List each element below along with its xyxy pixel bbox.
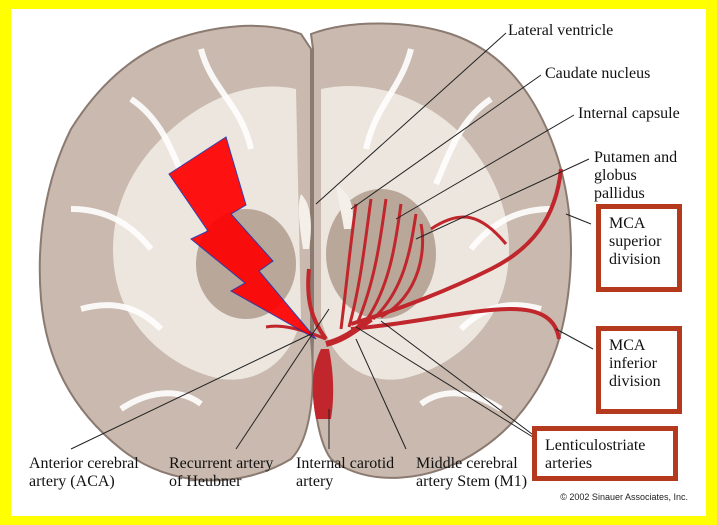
mca-sup-line1: MCA	[609, 215, 646, 232]
mca-inf-line1: MCA	[609, 337, 646, 354]
mca-inferior-division-box: MCA inferior division	[596, 326, 682, 414]
label-heubner: Recurrent artery of Heubner	[169, 455, 273, 491]
label-m1: Middle cerebral artery Stem (M1)	[416, 455, 527, 491]
label-caudate-nucleus: Caudate nucleus	[545, 65, 651, 82]
label-putamen-line2: globus	[594, 167, 637, 184]
label-internal-capsule: Internal capsule	[578, 105, 680, 122]
label-m1-line1: Middle cerebral	[416, 455, 518, 472]
lenticulostriate-box: Lenticulostriate arteries	[532, 426, 678, 481]
mca-superior-division-artery	[350, 168, 563, 326]
label-aca-line1: Anterior cerebral	[29, 455, 139, 472]
mca-superior-division-box: MCA superior division	[596, 204, 682, 292]
heubner-artery	[265, 324, 327, 341]
mca-branch	[430, 215, 508, 245]
leader-lines	[70, 32, 594, 450]
lentic-line1: Lenticulostriate	[545, 437, 646, 454]
label-ica-line2: artery	[296, 473, 334, 490]
lightning-bolt-icon	[168, 136, 317, 340]
label-putamen-line1: Putamen and	[594, 149, 678, 166]
label-m1-line2: artery Stem (M1)	[416, 473, 528, 490]
mca-inf-line3: division	[609, 373, 661, 390]
m1-stem	[325, 316, 373, 347]
label-internal-carotid: Internal carotid artery	[296, 455, 394, 491]
label-heubner-line2: of Heubner	[169, 473, 242, 490]
label-lateral-ventricle: Lateral ventricle	[508, 22, 614, 39]
internal-carotid	[312, 349, 334, 419]
copyright-notice: © 2002 Sinauer Associates, Inc.	[560, 492, 688, 502]
label-putamen: Putamen and globus pallidus	[594, 149, 677, 203]
label-aca: Anterior cerebral artery (ACA)	[29, 455, 139, 491]
label-heubner-line1: Recurrent artery	[169, 455, 274, 472]
right-ventricle-shape	[336, 184, 353, 229]
mca-inferior-division-artery	[350, 306, 561, 340]
lateral-ventricle-shape	[298, 194, 311, 249]
mca-sup-line2: superior	[609, 233, 662, 250]
label-ica-line1: Internal carotid	[296, 455, 395, 472]
label-putamen-line3: pallidus	[594, 185, 645, 202]
gyri-pattern	[70, 48, 552, 412]
label-aca-line2: artery (ACA)	[29, 473, 115, 490]
figure-frame: Lateral ventricle Caudate nucleus Intern…	[11, 9, 706, 516]
mca-sup-line3: division	[609, 251, 661, 268]
brain-coronal-section	[38, 22, 594, 482]
lentic-line2: arteries	[545, 455, 593, 472]
aca-artery	[306, 268, 328, 341]
mca-inf-line2: inferior	[609, 355, 657, 372]
lenticulostriate-arteries	[339, 198, 425, 330]
